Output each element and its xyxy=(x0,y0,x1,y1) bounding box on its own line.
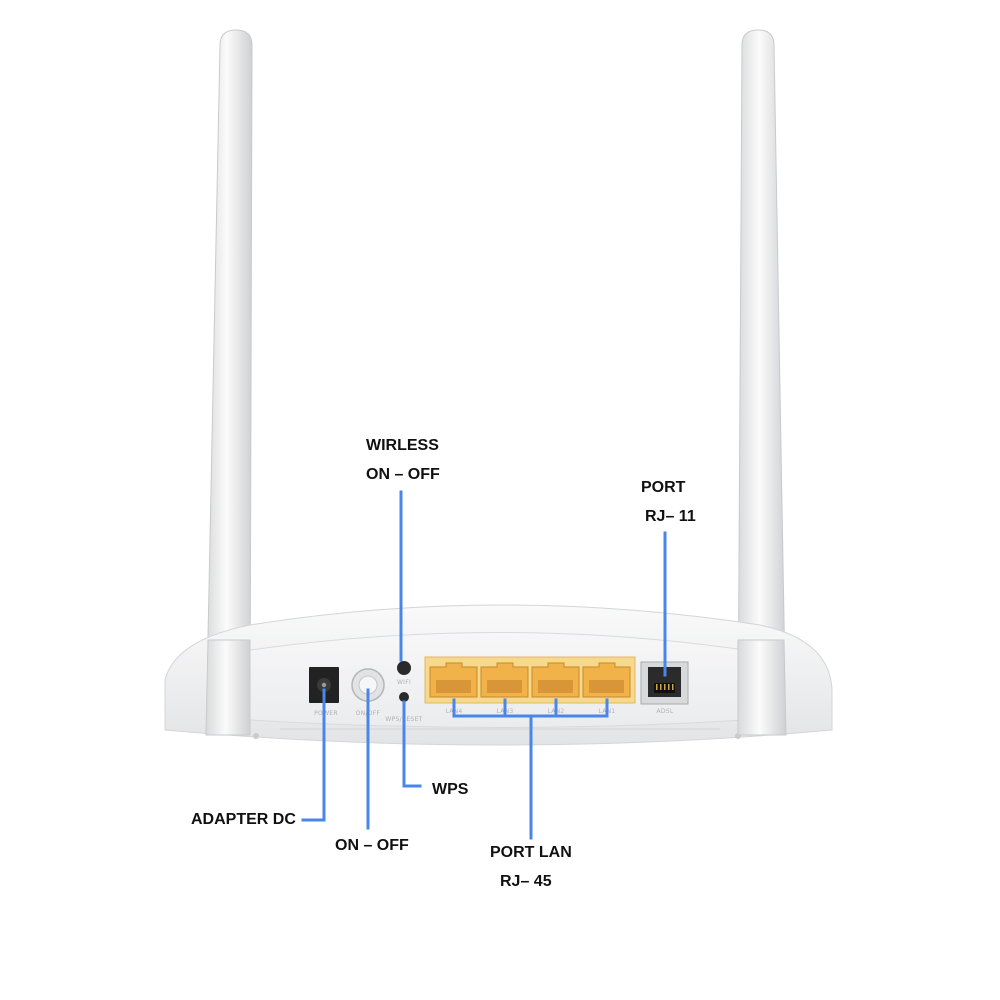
lan-port-3 xyxy=(480,662,529,698)
wifi-panel-label: WIFI xyxy=(397,679,411,686)
callout-on-off: ON – OFF xyxy=(335,837,409,854)
callout-adapter-dc: ADAPTER DC xyxy=(191,811,296,828)
adsl-panel-label: ADSL xyxy=(656,708,673,715)
leader-lines xyxy=(301,490,667,840)
callout-wps: WPS xyxy=(432,781,469,798)
lan-port-2 xyxy=(531,662,580,698)
wifi-button xyxy=(397,661,411,675)
power-panel-label: POWER xyxy=(314,710,338,717)
power-dc-jack xyxy=(309,667,339,703)
callout-rj11-line2: RJ– 11 xyxy=(645,508,696,525)
lan-port-1 xyxy=(582,662,631,698)
right-antenna xyxy=(737,29,787,736)
antenna-bases xyxy=(205,639,787,736)
lan-panel xyxy=(424,656,636,704)
callout-wireless-line1: WIRLESS xyxy=(366,437,439,454)
left-antenna xyxy=(205,29,253,736)
callout-rj11-line1: PORT xyxy=(641,479,686,496)
lan-port-4 xyxy=(429,662,478,698)
leader-wps xyxy=(402,700,422,788)
callout-port-lan-line2: RJ– 45 xyxy=(500,873,552,890)
leader-adapter-dc xyxy=(301,688,326,822)
callout-port-lan-line1: PORT LAN xyxy=(490,844,572,861)
callout-wireless-line2: ON – OFF xyxy=(366,466,440,483)
wps-reset-button xyxy=(399,692,409,702)
